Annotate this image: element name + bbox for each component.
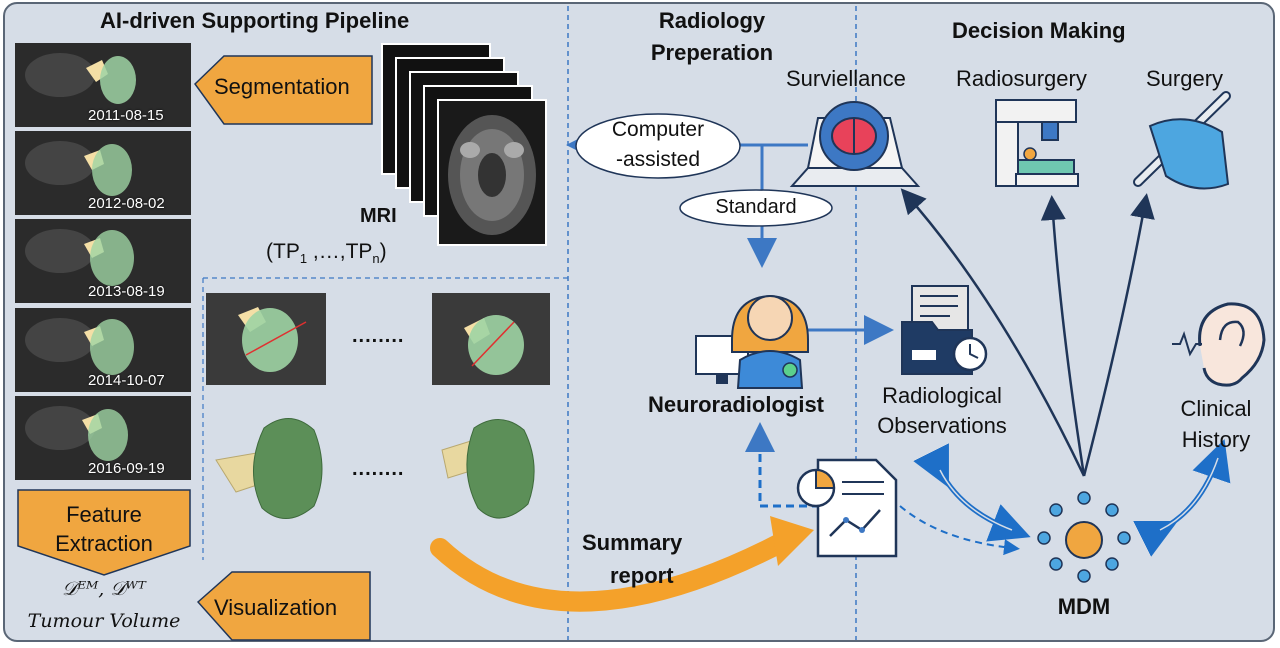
summary-swoosh	[430, 528, 800, 612]
arrow-mdm-to-surveillance	[900, 188, 1086, 477]
date-label: 2014-10-07	[88, 372, 165, 389]
neuroradiologist-label: Neuroradiologist	[648, 392, 825, 417]
computer-assisted-line2: -assisted	[615, 148, 701, 171]
feature-extraction-shape	[17, 489, 191, 576]
decision-heading: Decision Making	[952, 18, 1126, 43]
date-label: 2012-08-02	[88, 195, 165, 212]
model-dots: ........	[352, 458, 405, 480]
feature-extraction-line1: Feature	[66, 502, 142, 527]
surveillance-label: Surviellance	[786, 66, 906, 91]
date-label: 2016-09-19	[88, 460, 165, 477]
date-label: 2011-08-15	[88, 107, 164, 124]
date-label: 2013-08-19	[88, 283, 165, 300]
summary-line1: Summary	[582, 530, 683, 555]
arrow-mdm-to-surgery	[1082, 193, 1155, 477]
arrow-report-to-mdm	[899, 505, 1020, 556]
tumour-3d-models	[215, 418, 535, 519]
surgery-label: Surgery	[1146, 66, 1224, 91]
segmentation-shape	[194, 55, 373, 125]
computer-assisted-ellipse	[575, 113, 741, 179]
radiosurgery-label: Radiosurgery	[956, 66, 1087, 91]
segmentation-crops	[206, 293, 550, 385]
arrow-mdm-to-radiosurgery	[1040, 195, 1086, 477]
standard-ellipse	[679, 189, 833, 227]
visualization-label: Visualization	[214, 595, 338, 620]
computer-assisted-line1: Computer	[611, 118, 705, 141]
summary-report-icon	[796, 458, 898, 558]
feature-extraction-line2: Extraction	[55, 531, 153, 556]
metrics-line2: Tumour Volume	[27, 610, 181, 632]
segmentation-label: Segmentation	[214, 74, 350, 99]
mri-stack-icon	[381, 43, 547, 246]
clinical-history-line2: History	[1181, 427, 1251, 452]
observations-icon	[901, 285, 988, 375]
metrics-line1: 𝒟ᴱᴹ, 𝒟ᵂᵀ	[62, 578, 146, 600]
arrow-history-mdm	[1133, 439, 1231, 557]
mri-timepoints: (TP1 ,…,TPn)	[266, 240, 387, 267]
observations-line2: Observations	[877, 413, 1007, 438]
clinical-history-line1: Clinical	[1180, 396, 1252, 421]
arrow-report-to-neuroradiologist	[745, 422, 820, 508]
mdm-label: MDM	[1057, 594, 1111, 619]
summary-line2: report	[610, 563, 674, 588]
visualization-shape	[196, 571, 371, 641]
summary-swoosh-head	[770, 516, 814, 566]
mri-label: MRI	[360, 205, 397, 227]
neuroradiologist-icon	[695, 294, 809, 389]
radiosurgery-icon	[995, 99, 1079, 187]
crop-dots: ........	[352, 325, 405, 347]
mdm-icon	[1037, 491, 1131, 583]
surgery-icon	[1133, 91, 1231, 190]
radiology-heading-line2: Preperation	[650, 40, 774, 65]
radiology-heading-line1: Radiology	[658, 8, 766, 33]
ear-icon	[1172, 302, 1266, 387]
arrow-observations-mdm	[913, 443, 1031, 542]
pipeline-heading: AI-driven Supporting Pipeline	[100, 8, 410, 33]
standard-label: Standard	[715, 196, 797, 218]
surveillance-icon	[789, 101, 921, 187]
observations-line1: Radiological	[882, 383, 1002, 408]
mri-thumbnails	[15, 43, 191, 480]
